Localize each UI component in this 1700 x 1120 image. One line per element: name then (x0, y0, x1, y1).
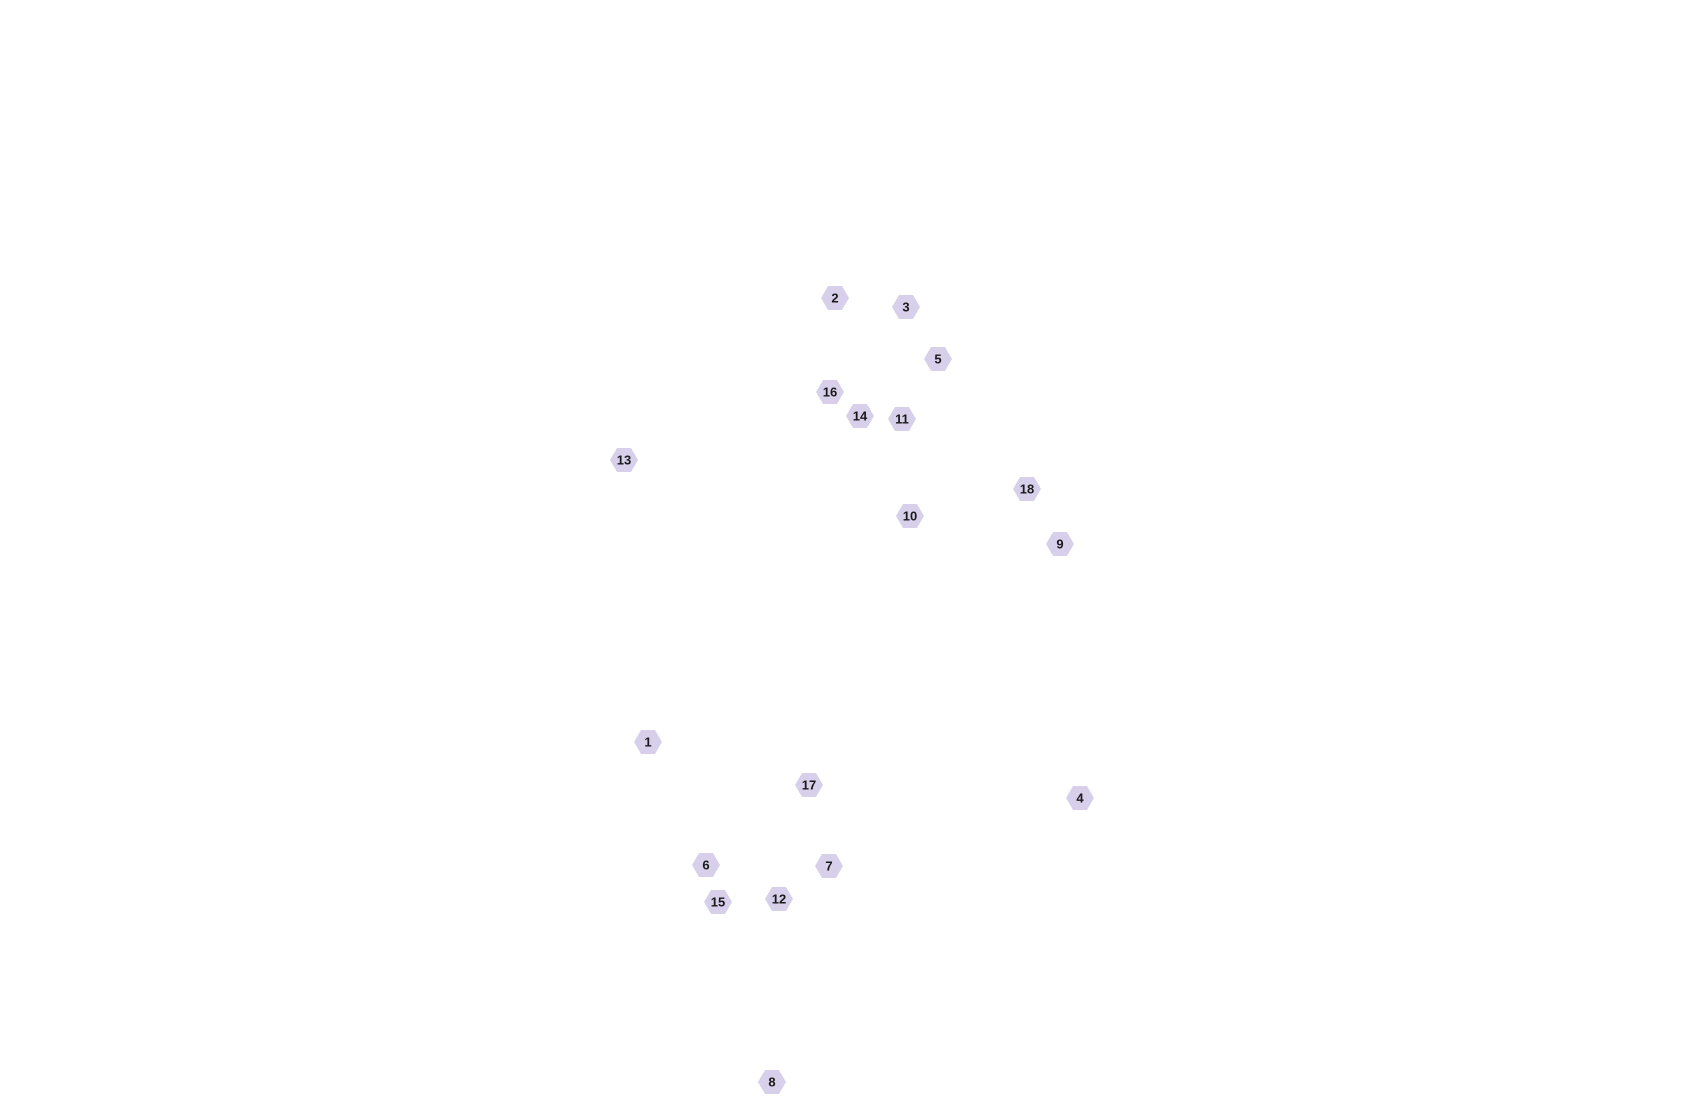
node-label: 3 (902, 300, 909, 315)
node-hexagon (634, 730, 662, 754)
diagram-node-1: 1 (634, 730, 662, 754)
node-hexagon (692, 853, 720, 877)
diagram-node-13: 13 (610, 448, 638, 472)
diagram-node-18: 18 (1013, 477, 1041, 501)
node-label: 10 (903, 509, 917, 524)
node-label: 2 (831, 291, 838, 306)
diagram-node-8: 8 (758, 1070, 786, 1094)
node-label: 17 (802, 778, 816, 793)
node-label: 15 (711, 895, 725, 910)
node-label: 11 (895, 412, 909, 427)
node-label: 16 (823, 385, 837, 400)
diagram-node-10: 10 (896, 504, 924, 528)
diagram-node-6: 6 (692, 853, 720, 877)
node-label: 18 (1020, 482, 1034, 497)
node-hexagon (765, 887, 793, 911)
node-hexagon (758, 1070, 786, 1094)
node-label: 8 (768, 1075, 775, 1090)
diagram-node-17: 17 (795, 773, 823, 797)
diagram-node-12: 12 (765, 887, 793, 911)
node-hexagon (815, 854, 843, 878)
diagram-node-16: 16 (816, 380, 844, 404)
node-label: 6 (702, 858, 709, 873)
node-label: 4 (1076, 791, 1084, 806)
diagram-node-2: 2 (821, 286, 849, 310)
node-label: 9 (1056, 537, 1063, 552)
node-hexagon (896, 504, 924, 528)
node-label: 1 (644, 735, 651, 750)
node-hexagon (610, 448, 638, 472)
node-label: 13 (617, 453, 631, 468)
node-hexagon (846, 404, 874, 428)
node-hexagon (816, 380, 844, 404)
diagram-node-3: 3 (892, 295, 920, 319)
node-hexagon (892, 295, 920, 319)
node-label: 7 (825, 859, 832, 874)
diagram-node-15: 15 (704, 890, 732, 914)
node-hexagon (1066, 786, 1094, 810)
node-label: 5 (934, 352, 941, 367)
node-label: 12 (772, 892, 786, 907)
node-hexagon (704, 890, 732, 914)
node-hexagon (924, 347, 952, 371)
diagram-node-11: 11 (888, 407, 916, 431)
diagram-node-7: 7 (815, 854, 843, 878)
node-hexagon (888, 407, 916, 431)
node-hexagon (821, 286, 849, 310)
node-label: 14 (853, 409, 868, 424)
diagram-node-14: 14 (846, 404, 874, 428)
diagram-node-4: 4 (1066, 786, 1094, 810)
diagram-node-5: 5 (924, 347, 952, 371)
node-hexagon (1046, 532, 1074, 556)
node-hexagon (795, 773, 823, 797)
node-hexagon (1013, 477, 1041, 501)
diagram-node-9: 9 (1046, 532, 1074, 556)
